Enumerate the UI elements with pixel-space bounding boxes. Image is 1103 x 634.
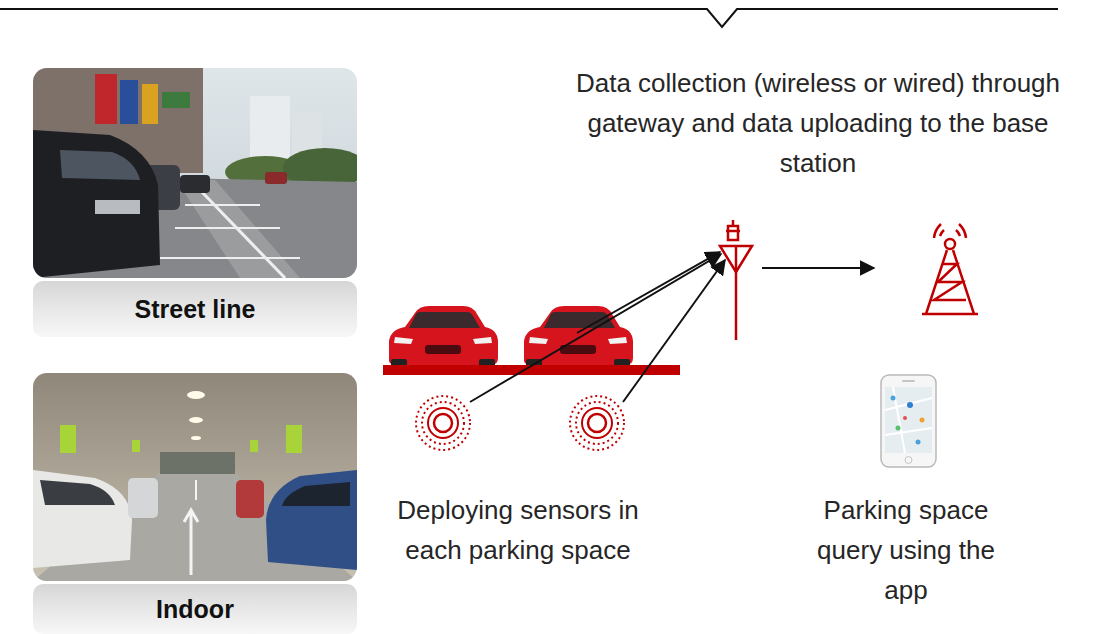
parked-car	[266, 470, 357, 570]
car-window	[40, 480, 115, 505]
sensor-ring	[422, 402, 464, 444]
car-headlight	[394, 337, 413, 344]
red-car	[389, 306, 498, 368]
floor-line	[195, 480, 197, 500]
signal-wave	[934, 224, 941, 238]
pillar-sign	[60, 425, 76, 453]
upload-line	[762, 267, 874, 269]
top-rule	[0, 9, 1058, 27]
tower-icon	[922, 224, 978, 314]
pillar-sign	[250, 440, 258, 452]
street-photo	[33, 68, 357, 278]
signal-line	[577, 252, 720, 333]
tower-legs	[922, 250, 978, 314]
lane-line	[200, 190, 285, 278]
phone-speaker	[902, 380, 915, 382]
signal-line	[470, 254, 721, 402]
signal-wave	[956, 230, 960, 236]
parking-line	[175, 227, 280, 229]
car-window	[60, 150, 140, 180]
car-headlight	[529, 337, 548, 344]
parking-line	[160, 257, 300, 259]
map-pin	[907, 402, 913, 408]
gateway-icon	[720, 220, 752, 340]
phone-body	[881, 375, 936, 467]
description-text: Parking space query using the app	[799, 490, 1013, 610]
signal-wave	[959, 224, 966, 238]
phone-screen	[885, 387, 932, 453]
shop-sign	[162, 92, 190, 108]
sensor-core	[588, 414, 606, 432]
map-pin	[896, 426, 901, 431]
far-wall	[160, 452, 235, 474]
sensor-core	[434, 414, 452, 432]
description-text: Deploying sensors in each parking space	[390, 490, 646, 570]
gateway-line	[732, 220, 735, 226]
sensor-icon	[416, 396, 470, 450]
tower-lattice	[934, 264, 966, 300]
antenna-mast	[735, 246, 738, 340]
caption-label: Street line	[135, 295, 256, 324]
caption-label: Indoor	[156, 595, 234, 624]
map-pin	[920, 418, 925, 423]
caption-band: Street line	[33, 281, 357, 337]
caption-band: Indoor	[33, 584, 357, 634]
sensor-ring	[582, 408, 612, 438]
map-pin	[916, 440, 921, 445]
car-window	[282, 482, 350, 506]
parking-line	[185, 204, 260, 206]
parked-car	[33, 470, 132, 568]
parked-car	[236, 480, 264, 518]
map-pin	[891, 396, 896, 401]
parked-car	[128, 478, 158, 518]
street-car	[265, 172, 287, 184]
shop-sign	[95, 74, 117, 124]
ceiling-light	[189, 417, 203, 423]
description-text: Data collection (wireless or wired) thro…	[548, 63, 1088, 183]
sensor-ring	[428, 408, 458, 438]
map-pin	[903, 416, 907, 420]
gateway-line	[726, 230, 740, 233]
ceiling	[33, 373, 357, 581]
signal-wave	[940, 230, 944, 236]
car-grille	[425, 345, 461, 354]
ceiling-light	[191, 436, 201, 440]
shop-sign	[120, 80, 138, 124]
gateway-box	[728, 226, 738, 240]
car-windshield	[409, 312, 480, 328]
car-headlight	[473, 337, 492, 344]
map-road	[885, 387, 932, 453]
sensor-ring	[570, 396, 624, 450]
street-car	[180, 175, 210, 193]
sensor-ring	[576, 402, 618, 444]
ceiling-light	[187, 391, 205, 399]
pillar-sign	[286, 425, 302, 453]
signal-line	[623, 260, 725, 402]
car-grille	[95, 200, 140, 214]
car-body	[389, 306, 498, 365]
car-headlight	[608, 337, 627, 344]
pillar-sign	[132, 440, 140, 452]
sensor-ring	[416, 396, 470, 450]
floor-arrow	[184, 510, 198, 575]
home-button	[905, 457, 912, 464]
street-car	[33, 130, 160, 278]
car-windshield	[544, 312, 615, 328]
phone-icon	[881, 375, 936, 467]
shop-sign	[142, 84, 158, 124]
sensor-icon	[570, 396, 624, 450]
indoor-photo	[33, 373, 357, 581]
tower-top	[945, 239, 955, 249]
